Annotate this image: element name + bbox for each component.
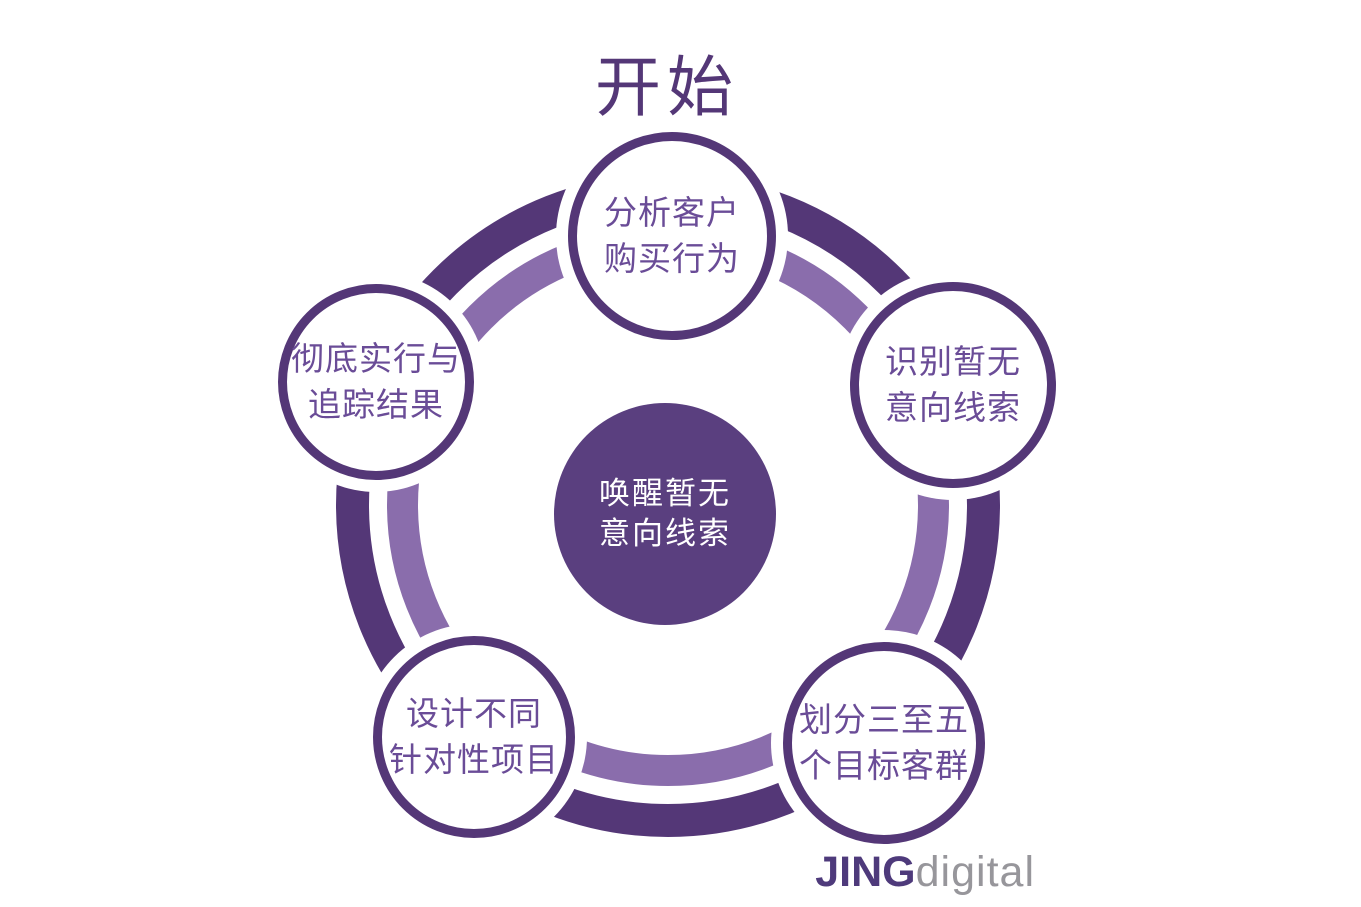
logo-jing-text: JING <box>815 848 916 896</box>
brand-logo: JINGdigital <box>815 848 1035 896</box>
node-analyze-customer-purchase-behavior: 分析客户 购买行为 <box>568 132 776 340</box>
node-design-targeted-programs: 设计不同 针对性项目 <box>373 636 575 838</box>
page-title: 开始 <box>595 49 739 126</box>
center-node-label: 唤醒暂无 意向线索 <box>599 476 731 551</box>
node-label: 识别暂无 意向线索 <box>885 343 1021 426</box>
center-node: 唤醒暂无 意向线索 <box>554 403 776 625</box>
node-implement-and-track-results: 彻底实行与 追踪结果 <box>278 284 474 480</box>
node-segment-three-to-five-target-groups: 划分三至五 个目标客群 <box>783 642 985 844</box>
node-label: 划分三至五 个目标客群 <box>799 701 969 784</box>
node-label: 设计不同 针对性项目 <box>389 695 559 778</box>
node-label: 分析客户 购买行为 <box>604 194 740 277</box>
logo-digital-text: digital <box>915 848 1035 896</box>
node-label: 彻底实行与 追踪结果 <box>291 340 461 423</box>
node-identify-no-intent-leads: 识别暂无 意向线索 <box>850 282 1056 488</box>
